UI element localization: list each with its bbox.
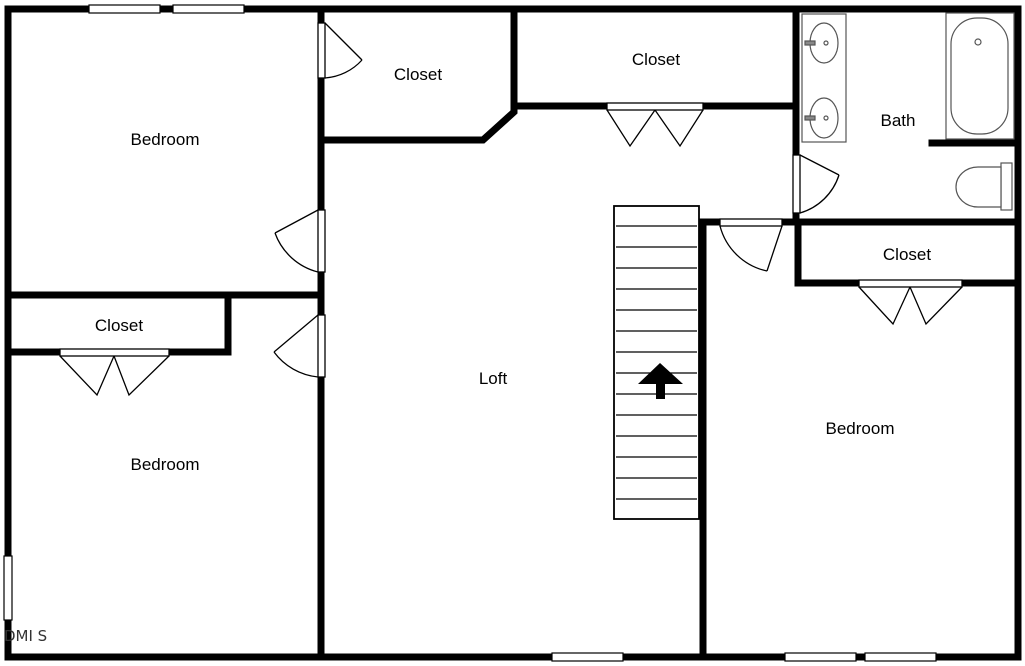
room-labels: Bedroom Closet Closet Bath Closet Bedroo…: [95, 50, 931, 474]
toilet-icon: [955, 162, 1013, 211]
stair-outline: [613, 205, 700, 520]
windows: [3, 4, 937, 662]
window-bottom-2: [784, 652, 857, 662]
door-bath: [792, 154, 840, 214]
bath-fixtures: [801, 12, 1015, 211]
bifold-closet-right: [858, 279, 963, 326]
stairs: [613, 205, 700, 520]
door-bedroom-bottom-left: [273, 314, 326, 378]
watermark: DMI S: [4, 627, 47, 645]
bifold-doors: [59, 102, 963, 397]
walls: [4, 5, 1022, 661]
window-top-2: [172, 4, 245, 14]
door-bedroom-right: [719, 218, 783, 272]
window-left: [3, 555, 13, 621]
sink-bottom-icon: [804, 97, 839, 139]
door-closet-top-mid: [317, 22, 363, 79]
label-bedroom-bottom-left: Bedroom: [131, 455, 200, 474]
label-closet-right: Closet: [883, 245, 931, 264]
window-bottom-3: [864, 652, 937, 662]
window-top-1: [88, 4, 161, 14]
label-closet-left: Closet: [95, 316, 143, 335]
bifold-closet-top-right: [606, 102, 704, 148]
doors: [273, 22, 840, 378]
label-bath: Bath: [881, 111, 916, 130]
wall-closet-top-mid: [317, 5, 518, 144]
label-loft: Loft: [479, 369, 508, 388]
bathtub-icon: [945, 12, 1015, 140]
label-closet-top-right: Closet: [632, 50, 680, 69]
up-arrow-icon: [638, 363, 683, 399]
bifold-closet-left: [59, 348, 170, 397]
window-bottom-1: [551, 652, 624, 662]
sink-top-icon: [804, 22, 839, 64]
label-closet-top-mid: Closet: [394, 65, 442, 84]
label-bedroom-right: Bedroom: [826, 419, 895, 438]
label-bedroom-top-left: Bedroom: [131, 130, 200, 149]
door-bedroom-top-left: [274, 209, 326, 273]
